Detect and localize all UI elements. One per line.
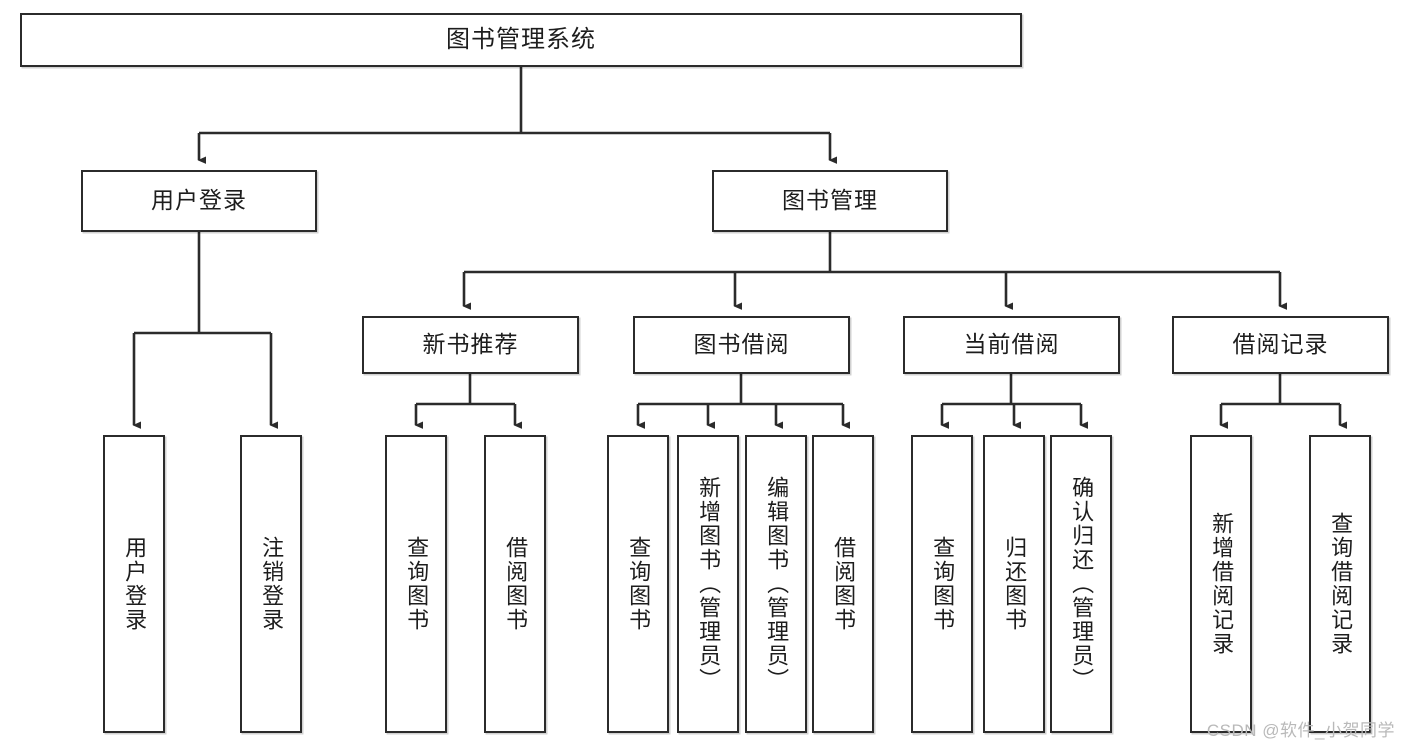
node-leaf-borrow-book-2[interactable]: 借阅图书 (812, 435, 874, 733)
node-borrow-record[interactable]: 借阅记录 (1172, 316, 1389, 374)
edge-group-book-borrow (636, 374, 851, 429)
node-current-borrow[interactable]: 当前借阅 (903, 316, 1120, 374)
edge-group-root (197, 67, 838, 164)
node-label: 用户登录 (151, 187, 247, 214)
node-label: 当前借阅 (963, 331, 1060, 358)
node-label: 查询借阅记录 (1328, 512, 1354, 656)
node-leaf-return-book[interactable]: 归还图书 (983, 435, 1045, 733)
edge-group-current-borrow (940, 374, 1089, 429)
node-leaf-query-book-1[interactable]: 查询图书 (385, 435, 447, 733)
node-label: 注销登录 (259, 536, 285, 632)
node-leaf-add-record[interactable]: 新增借阅记录 (1190, 435, 1252, 733)
node-leaf-query-record[interactable]: 查询借阅记录 (1309, 435, 1371, 733)
edge-group-new-book (414, 374, 523, 429)
node-label: 编辑图书（管理员） (764, 476, 790, 692)
edge-group-user-login (132, 232, 279, 429)
node-label: 借阅图书 (503, 536, 529, 632)
node-root-system[interactable]: 图书管理系统 (20, 13, 1022, 67)
node-user-login[interactable]: 用户登录 (81, 170, 317, 232)
node-label: 图书管理 (782, 187, 878, 214)
node-leaf-edit-book[interactable]: 编辑图书（管理员） (745, 435, 807, 733)
watermark-text: CSDN @软件_小贺同学 (1206, 721, 1395, 740)
node-label: 查询图书 (404, 536, 430, 632)
node-book-borrow[interactable]: 图书借阅 (633, 316, 850, 374)
node-leaf-user-logout[interactable]: 注销登录 (240, 435, 302, 733)
node-leaf-confirm-return[interactable]: 确认归还（管理员） (1050, 435, 1112, 733)
node-leaf-user-login[interactable]: 用户登录 (103, 435, 165, 733)
node-label: 确认归还（管理员） (1069, 476, 1095, 692)
node-label: 新书推荐 (422, 331, 519, 358)
node-label: 借阅图书 (831, 536, 857, 632)
node-book-manage[interactable]: 图书管理 (712, 170, 948, 232)
node-label: 新增图书（管理员） (696, 476, 722, 692)
edge-group-book-manage (462, 232, 1288, 310)
node-leaf-add-book[interactable]: 新增图书（管理员） (677, 435, 739, 733)
edge-group-borrow-record (1219, 374, 1348, 429)
node-label: 借阅记录 (1232, 331, 1329, 358)
node-label: 新增借阅记录 (1209, 512, 1235, 656)
node-label: 查询图书 (626, 536, 652, 632)
node-label: 图书借阅 (693, 331, 790, 358)
node-leaf-query-book-3[interactable]: 查询图书 (911, 435, 973, 733)
node-new-book-recommend[interactable]: 新书推荐 (362, 316, 579, 374)
node-label: 图书管理系统 (446, 25, 596, 53)
node-leaf-borrow-book-1[interactable]: 借阅图书 (484, 435, 546, 733)
node-label: 归还图书 (1002, 536, 1028, 632)
node-label: 查询图书 (930, 536, 956, 632)
node-label: 用户登录 (122, 536, 148, 632)
node-leaf-query-book-2[interactable]: 查询图书 (607, 435, 669, 733)
